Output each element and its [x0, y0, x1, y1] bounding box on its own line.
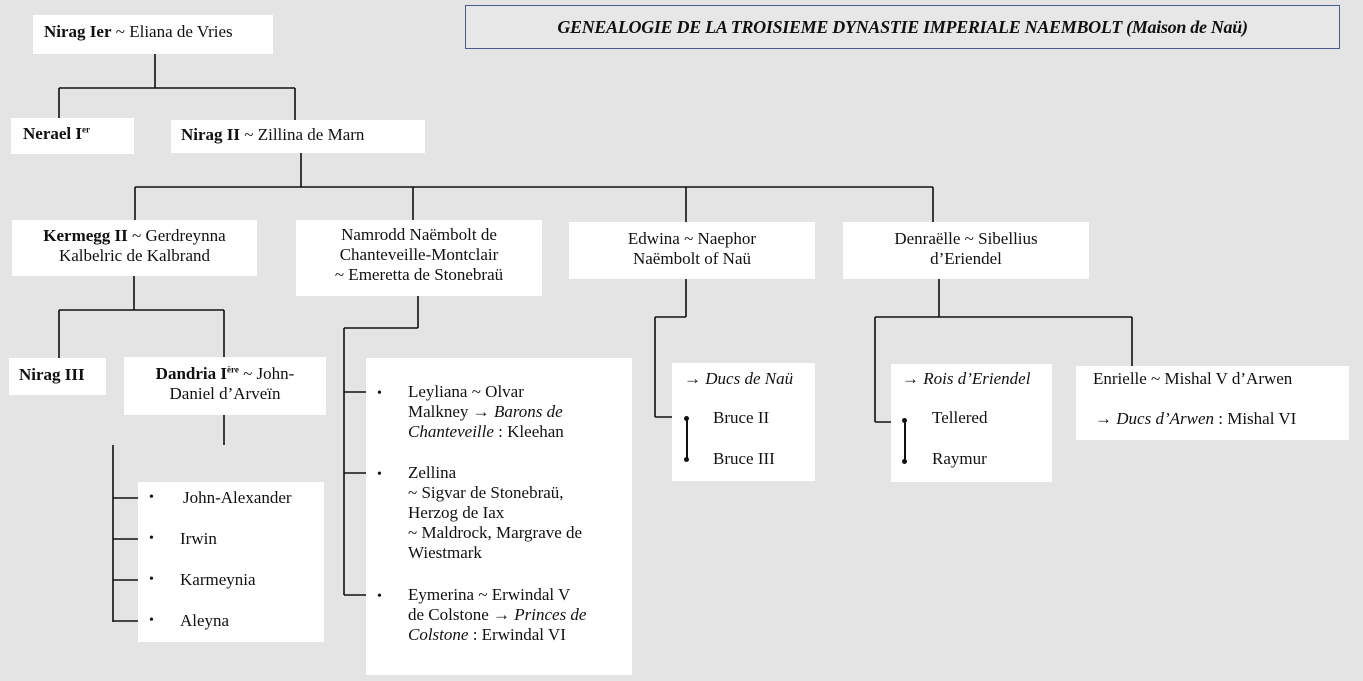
bullet: • — [149, 531, 154, 546]
person-dandria-1: Dandria Ière ~ John- Daniel d’Arveïn — [124, 357, 326, 415]
person-name: Nirag Ier — [44, 22, 112, 41]
line-title: Rois d’Eriendel — [923, 369, 1031, 388]
line-rest: : Mishal VI — [1218, 409, 1297, 428]
child-title: Barons de — [493, 402, 563, 421]
person-enrielle: Enrielle ~ Mishal V d’Arwen → Ducs d’Arw… — [1076, 366, 1349, 440]
person-line1: Enrielle ~ Mishal V d’Arwen — [1093, 369, 1293, 388]
child-line: ~ Sigvar de Stonebraü, — [408, 483, 564, 502]
person-line2: Chanteveille-Montclair — [339, 245, 499, 264]
connector-gen2 — [134, 153, 934, 222]
line-rois-d-eriendel: → Rois d’Eriendel Tellered Raymur — [891, 364, 1052, 482]
bullet: • — [377, 467, 382, 482]
person-namrodd: Namrodd Naëmbolt de Chanteveille-Montcla… — [296, 220, 542, 296]
person-spouse-line2: Daniel d’Arveïn — [169, 384, 281, 403]
person-name: Nirag III — [19, 365, 85, 384]
connector-kermegg — [58, 276, 225, 358]
person-spouse: ~ Gerdreynna — [132, 226, 226, 245]
list-item: John-Alexander — [183, 488, 292, 507]
child-eymerina: Eymerina ~ Erwindal V de Colstone → Prin… — [408, 585, 586, 645]
bullet: • — [377, 386, 382, 401]
dot-icon — [902, 418, 907, 423]
child-line: Malkney → — [408, 402, 490, 421]
person-nirag-3: Nirag III — [9, 358, 106, 395]
person-nirag-1: Nirag Ier ~ Eliana de Vries — [33, 15, 273, 54]
dot-icon — [684, 416, 689, 421]
person-nerael-1: Nerael Ier — [11, 118, 134, 154]
person-name: Kermegg II — [43, 226, 128, 245]
connector-edwina — [654, 279, 687, 418]
line-title: Ducs d’Arwen — [1116, 409, 1214, 428]
succession-line — [904, 421, 906, 461]
child-line: ~ Maldrock, Margrave de — [408, 523, 583, 542]
child-line: de Colstone → — [408, 605, 510, 624]
person-line3: ~ Emeretta de Stonebraü — [334, 265, 504, 284]
person-edwina: Edwina ~ Naephor Naëmbolt of Naü — [569, 222, 815, 279]
connector-gen1 — [58, 54, 296, 120]
child-line: Herzog de Iax — [408, 503, 505, 522]
person-line2: d’Eriendel — [930, 249, 1002, 268]
children-list-namrodd: • Leyliana ~ Olvar Malkney → Barons de C… — [366, 358, 632, 675]
connector-namrodd — [343, 296, 419, 596]
person-kermegg-2: Kermegg II ~ Gerdreynna Kalbelric de Kal… — [12, 220, 257, 276]
list-item: Karmeynia — [180, 570, 256, 589]
list-item: Raymur — [932, 449, 987, 468]
person-name: Nirag II — [181, 125, 241, 144]
child-line: Eymerina ~ Erwindal V — [408, 585, 571, 604]
list-item: Bruce III — [713, 449, 775, 468]
child-leyliana: Leyliana ~ Olvar Malkney → Barons de Cha… — [408, 382, 564, 442]
list-item: Aleyna — [180, 611, 230, 630]
child-line: Leyliana ~ Olvar — [408, 382, 524, 401]
person-spouse: ~ Eliana de Vries — [115, 22, 233, 41]
arrow-icon: → — [1095, 409, 1112, 428]
arrow-icon: → — [684, 369, 701, 388]
person-spouse-line2: Kalbelric de Kalbrand — [58, 246, 211, 265]
connector-dandria — [112, 415, 225, 622]
bullet: • — [149, 572, 154, 587]
child-title: Chanteveille — [408, 422, 494, 441]
child-title: Princes de — [514, 605, 587, 624]
connector-denraelle — [874, 279, 1133, 423]
child-line: Wiestmark — [408, 543, 482, 562]
line-ducs-de-nau: → Ducs de Naü Bruce II Bruce III — [672, 363, 815, 481]
title-house: (Maison de Naü) — [1126, 16, 1248, 37]
person-name: Dandria I — [155, 364, 227, 383]
dot-icon — [902, 459, 907, 464]
list-item: Irwin — [180, 529, 217, 548]
child-line: : Kleehan — [498, 422, 564, 441]
person-line1: Edwina ~ Naephor — [627, 229, 757, 248]
person-line1: Namrodd Naëmbolt de — [341, 225, 497, 244]
child-line: Zellina — [408, 463, 457, 482]
bullet: • — [149, 613, 154, 628]
person-line1: Denraëlle ~ Sibellius — [894, 229, 1038, 248]
dot-icon — [684, 457, 689, 462]
list-item: Tellered — [932, 408, 988, 427]
list-item: Bruce II — [713, 408, 770, 427]
arrow-icon: → — [902, 369, 919, 388]
title-main: GENEALOGIE DE LA TROISIEME DYNASTIE IMPE… — [557, 16, 1122, 37]
person-line2: Naëmbolt of Naü — [632, 249, 752, 268]
person-denraelle: Denraëlle ~ Sibellius d’Eriendel — [843, 222, 1089, 279]
children-list-dandria: • John-Alexander • Irwin • Karmeynia • A… — [138, 482, 324, 642]
person-spouse: ~ John- — [243, 364, 295, 383]
page-title: GENEALOGIE DE LA TROISIEME DYNASTIE IMPE… — [465, 5, 1340, 49]
bullet: • — [149, 490, 154, 505]
person-name-suffix: ère — [227, 364, 239, 375]
bullet: • — [377, 589, 382, 604]
child-zellina: Zellina ~ Sigvar de Stonebraü, Herzog de… — [408, 463, 582, 563]
child-title: Colstone — [408, 625, 469, 644]
succession-line — [686, 419, 688, 459]
person-nirag-2: Nirag II ~ Zillina de Marn — [171, 120, 425, 153]
person-name: Nerael I — [23, 124, 83, 143]
person-spouse: ~ Zillina de Marn — [244, 125, 365, 144]
child-line: : Erwindal VI — [472, 625, 566, 644]
line-title: Ducs de Naü — [705, 369, 794, 388]
person-name-suffix: er — [82, 124, 91, 135]
